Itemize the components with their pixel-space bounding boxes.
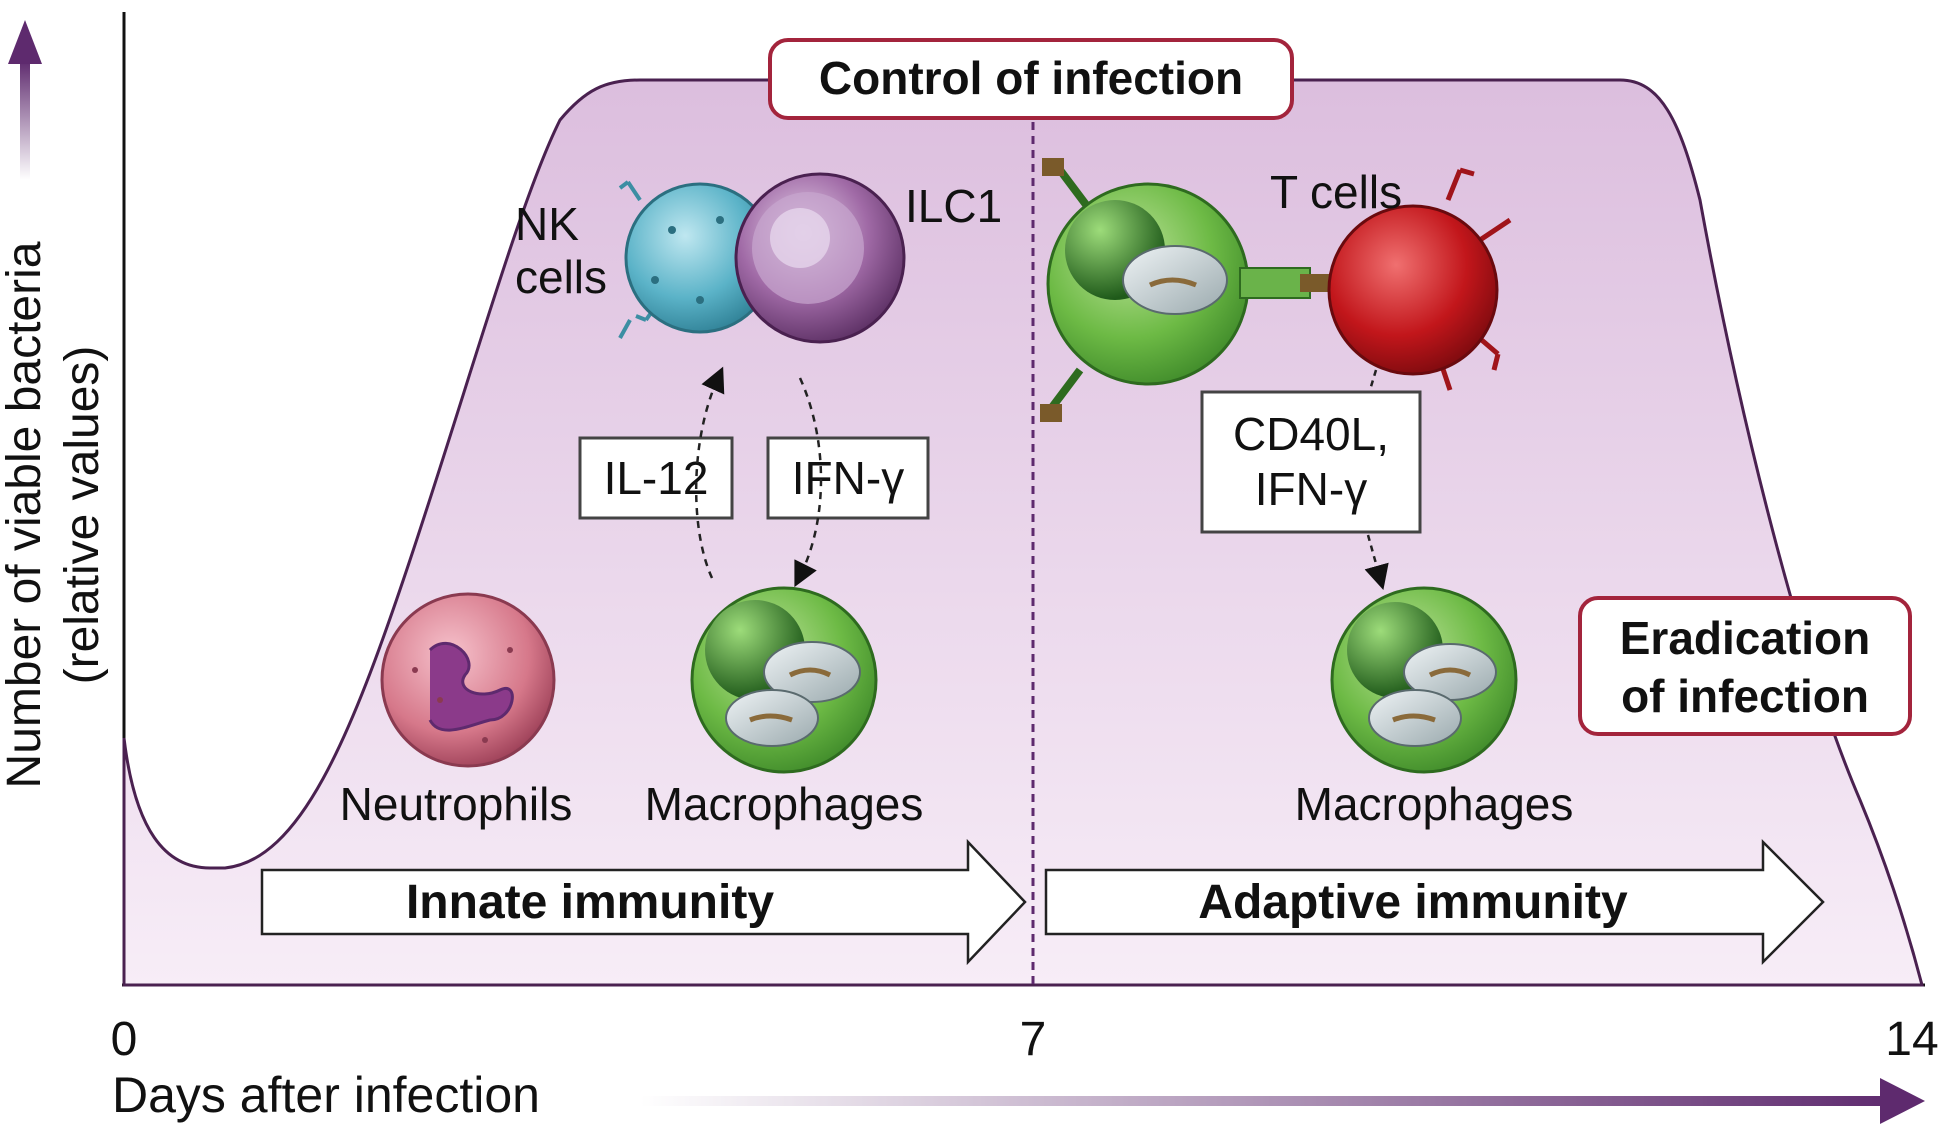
ifng-box: [766, 436, 930, 520]
macrophage-innate-illustration: [690, 586, 878, 774]
il12-arrow: [694, 366, 725, 579]
innate-label: Innate immunity: [406, 876, 774, 929]
eradication-label-line1: Eradication: [1620, 612, 1871, 664]
x-tick-7: 7: [1020, 1013, 1047, 1066]
nk-label-line2: cells: [515, 251, 607, 303]
bacteria-curve: [122, 78, 1924, 987]
control-box: [768, 38, 1294, 120]
x-tick-14: 14: [1885, 1013, 1938, 1066]
x-axis-arrow-head: [1880, 1078, 1925, 1124]
neutrophils-label: Neutrophils: [340, 778, 573, 830]
x-tick-0: 0: [111, 1013, 138, 1066]
neutrophil-illustration: [380, 592, 556, 768]
t-cell-illustration: [1327, 167, 1512, 391]
cd40l-label-line2: IFN-γ: [1255, 463, 1367, 515]
ilc1-label: ILC1: [905, 180, 1002, 232]
nk-cell-illustration: [618, 180, 776, 339]
ifng-arrow: [794, 377, 823, 588]
x-axis-arrow-shaft: [640, 1096, 1900, 1106]
macrophage-antigen-presenting-illustration: [1040, 158, 1330, 422]
x-axis-label: Days after infection: [112, 1067, 540, 1123]
control-label: Control of infection: [819, 52, 1243, 104]
cd40l-arrow: [1364, 534, 1389, 591]
cd40l-arrow-top: [1368, 369, 1378, 391]
ifng-label: IFN-γ: [792, 452, 904, 504]
macrophage-adaptive-illustration: [1330, 586, 1518, 774]
cd40l-box: [1200, 390, 1422, 534]
eradication-box: [1578, 596, 1912, 736]
ilc1-cell-illustration: [734, 172, 906, 344]
macrophages-adaptive-label: Macrophages: [1295, 778, 1574, 830]
innate-arrow: [260, 838, 1027, 966]
y-axis-label-line2: (relative values): [56, 346, 109, 685]
eradication-label-line2: of infection: [1621, 670, 1869, 722]
y-axis-arrow-shaft: [20, 60, 30, 180]
y-axis-arrow-head: [8, 20, 42, 64]
adaptive-label: Adaptive immunity: [1198, 876, 1628, 929]
nk-label-line1: NK: [515, 198, 579, 250]
il12-label: IL-12: [604, 452, 709, 504]
adaptive-arrow: [1044, 838, 1825, 966]
il12-box: [578, 436, 734, 520]
macrophages-innate-label: Macrophages: [645, 778, 924, 830]
t-cells-label: T cells: [1270, 166, 1402, 218]
cd40l-label-line1: CD40L,: [1233, 408, 1389, 460]
y-axis-label-line1: Number of viable bacteria: [0, 241, 51, 788]
